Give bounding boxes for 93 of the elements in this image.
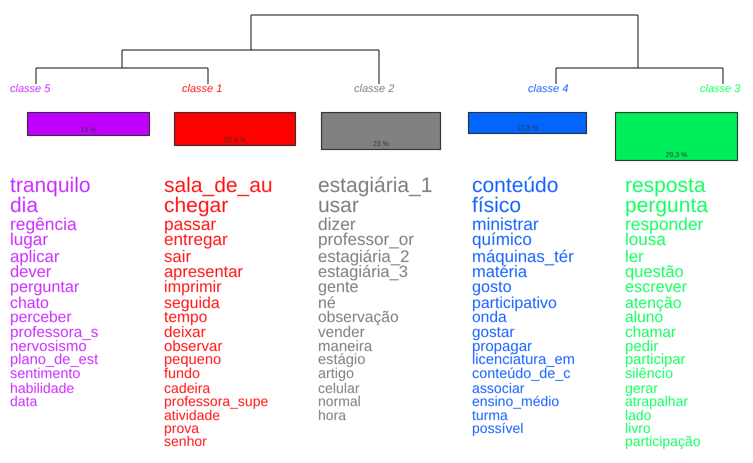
class-label: classe 1 <box>182 84 222 95</box>
percentage-bar <box>321 112 441 150</box>
word-label: estagiária_3 <box>318 264 408 280</box>
word-label: gente <box>318 280 359 296</box>
word-label: hora <box>318 408 346 422</box>
word-label: né <box>318 296 336 311</box>
word-label: turma <box>472 408 508 422</box>
word-label: aluno <box>625 310 664 326</box>
word-label: atrapalhar <box>625 395 688 409</box>
word-label: lugar <box>10 232 48 249</box>
word-label: silêncio <box>625 368 673 382</box>
word-label: escrever <box>625 280 688 296</box>
word-label: chato <box>10 296 49 311</box>
word-label: tranquilo <box>10 176 91 196</box>
word-label: dever <box>10 264 52 280</box>
word-label: ler <box>625 248 644 265</box>
word-label: imprimir <box>164 280 222 296</box>
word-label: sair <box>164 248 192 265</box>
word-label: químico <box>472 232 532 249</box>
word-label: chegar <box>164 196 228 216</box>
word-label: chamar <box>625 326 676 340</box>
word-label: deixar <box>164 326 206 340</box>
word-label: senhor <box>164 435 207 449</box>
word-label: observação <box>318 310 399 326</box>
word-label: ensino_médio <box>472 395 560 409</box>
word-label: gerar <box>625 382 658 396</box>
word-label: responder <box>625 216 704 232</box>
word-label: participação <box>625 435 700 449</box>
word-label: questão <box>625 264 684 280</box>
word-label: observar <box>164 340 222 354</box>
word-label: aplicar <box>10 248 60 265</box>
word-label: apresentar <box>164 264 243 280</box>
word-label: tempo <box>164 310 208 326</box>
word-label: maneira <box>318 340 372 354</box>
word-label: plano_de_est <box>10 354 98 368</box>
percentage-bar <box>615 112 738 161</box>
word-label: seguida <box>164 296 220 311</box>
word-label: dizer <box>318 216 356 232</box>
word-label: usar <box>318 196 359 216</box>
word-label: pedir <box>625 340 658 354</box>
word-label: nervosismo <box>10 340 87 354</box>
word-label: propagar <box>472 340 532 354</box>
class-label: classe 2 <box>354 84 394 95</box>
word-label: passar <box>164 216 216 232</box>
word-label: licenciatura_em <box>472 354 575 368</box>
word-label: habilidade <box>10 382 74 396</box>
class-label: classe 5 <box>10 84 50 95</box>
word-label: máquinas_tér <box>472 248 574 265</box>
word-label: livro <box>625 422 651 436</box>
word-label: cadeira <box>164 382 210 396</box>
percentage-bar <box>27 112 150 136</box>
word-label: normal <box>318 395 361 409</box>
word-label: participativo <box>472 296 557 311</box>
word-label: artigo <box>318 368 354 382</box>
word-label: participar <box>625 354 686 368</box>
word-label: estagiária_2 <box>318 248 410 265</box>
word-label: data <box>10 395 38 409</box>
word-label: fundo <box>164 368 200 382</box>
word-label: sala_de_au <box>164 176 273 196</box>
word-label: prova <box>164 422 200 436</box>
word-label: físico <box>472 196 522 216</box>
percentage-bar <box>174 112 296 146</box>
percentage-bar <box>468 112 587 134</box>
word-label: lousa <box>625 232 666 249</box>
word-label: regência <box>10 216 77 232</box>
word-label: associar <box>472 382 524 396</box>
word-label: professora_s <box>10 326 98 340</box>
word-label: perceber <box>10 310 72 326</box>
word-label: professora_supe <box>164 395 268 409</box>
word-label: dia <box>10 196 38 216</box>
word-label: conteúdo <box>472 176 558 196</box>
word-label: pergunta <box>625 196 708 216</box>
word-label: estagiária_1 <box>318 176 432 196</box>
word-label: estágio <box>318 354 366 368</box>
word-label: vender <box>318 326 365 340</box>
word-label: gosto <box>472 280 512 296</box>
word-label: ministrar <box>472 216 539 232</box>
word-label: matéria <box>472 264 528 280</box>
word-label: perguntar <box>10 280 80 296</box>
word-label: gostar <box>472 326 515 340</box>
word-label: onda <box>472 310 507 326</box>
word-label: atenção <box>625 296 682 311</box>
word-label: professor_or <box>318 232 414 249</box>
class-label: classe 4 <box>528 84 568 95</box>
word-label: atividade <box>164 408 220 422</box>
word-label: celular <box>318 382 360 396</box>
word-label: lado <box>625 408 652 422</box>
word-label: conteúdo_de_c <box>472 368 570 382</box>
word-label: sentimento <box>10 368 80 382</box>
word-label: pequeno <box>164 354 222 368</box>
class-label: classe 3 <box>700 84 740 95</box>
word-label: resposta <box>625 176 706 196</box>
word-label: possível <box>472 422 524 436</box>
